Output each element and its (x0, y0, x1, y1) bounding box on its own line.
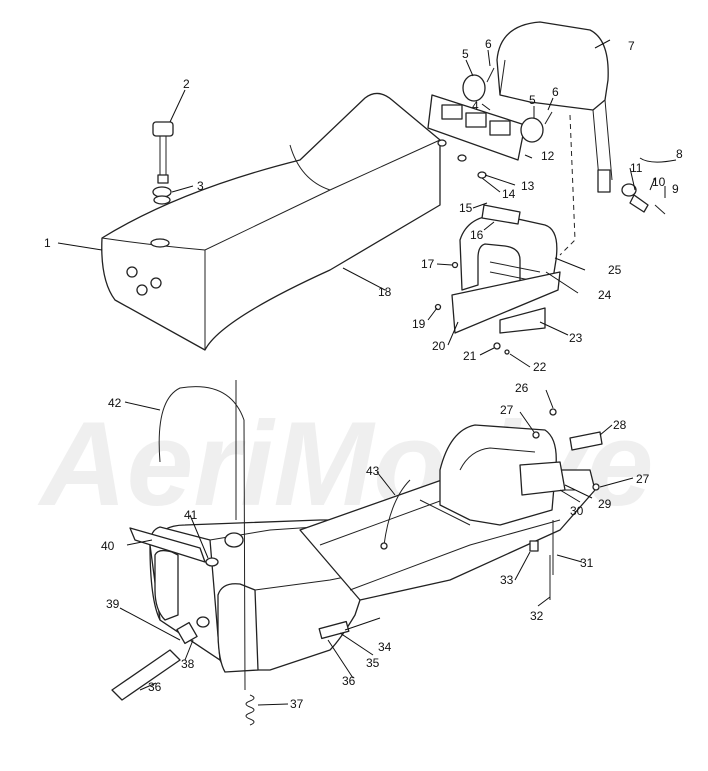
callout-23: 23 (569, 331, 583, 345)
callout-27a: 27 (500, 403, 514, 417)
callouts: 1 2 3 4 5 5 6 6 7 8 9 10 11 12 13 14 15 … (44, 37, 683, 711)
oil-line-end (380, 542, 388, 550)
seat-cap (152, 121, 174, 184)
fitting-33 (529, 540, 539, 552)
backrest-pad (496, 21, 613, 193)
backrest-adjuster (621, 183, 666, 215)
fitting-38 (196, 616, 210, 628)
callout-14: 14 (502, 187, 516, 201)
leader-lines (57, 39, 677, 706)
emblem-left (462, 74, 486, 102)
callout-7: 7 (628, 39, 635, 53)
callout-11: 11 (630, 161, 643, 175)
callout-12: 12 (541, 149, 555, 163)
callout-10: 10 (652, 175, 666, 189)
screw-right (544, 111, 553, 125)
callout-29: 29 (598, 497, 612, 511)
emblem-right (520, 117, 544, 143)
backing-plate (499, 307, 546, 334)
grommet-lower (153, 195, 171, 205)
rivet (451, 261, 459, 269)
callout-18: 18 (378, 285, 392, 299)
nut-27 (532, 431, 540, 439)
lock-body (519, 461, 566, 496)
tank-cap (224, 532, 244, 548)
fuel-strap (129, 527, 206, 563)
callout-5b: 5 (529, 93, 536, 107)
callout-9: 9 (672, 182, 679, 196)
callout-35: 35 (366, 656, 380, 670)
spring (245, 694, 255, 726)
tank-fitting (205, 557, 219, 567)
callout-19: 19 (412, 317, 426, 331)
nut-22 (504, 349, 510, 355)
backrest-plate (427, 94, 526, 161)
mount-bracket (451, 271, 561, 334)
callout-6b: 6 (552, 85, 559, 99)
callout-15: 15 (459, 201, 473, 215)
callout-30: 30 (570, 504, 584, 518)
callout-33: 33 (500, 573, 514, 587)
callout-6a: 6 (485, 37, 492, 51)
callout-43: 43 (366, 464, 380, 478)
callout-20: 20 (432, 339, 446, 353)
callout-16: 16 (470, 228, 484, 242)
callout-22: 22 (533, 360, 547, 374)
fuel-hose (111, 649, 181, 701)
callout-28: 28 (613, 418, 627, 432)
callout-26: 26 (515, 381, 529, 395)
callout-36b: 36 (342, 674, 356, 688)
washer-21 (493, 342, 501, 350)
callout-32: 32 (530, 609, 544, 623)
callout-4: 4 (472, 99, 479, 113)
rear-cover (439, 424, 557, 526)
callout-8: 8 (676, 147, 683, 161)
callout-42: 42 (108, 396, 122, 410)
callout-40: 40 (101, 539, 115, 553)
fuel-fitting (318, 620, 350, 640)
callout-27b: 27 (636, 472, 650, 486)
screw-left (486, 67, 495, 83)
pins (437, 139, 487, 179)
callout-21: 21 (463, 349, 477, 363)
callout-17: 17 (421, 257, 435, 271)
hose-clamp (176, 621, 198, 645)
callout-25: 25 (608, 263, 622, 277)
callout-24: 24 (598, 288, 612, 302)
callout-31: 31 (580, 556, 594, 570)
oil-line (383, 479, 411, 546)
callout-13: 13 (521, 179, 535, 193)
callout-38: 38 (181, 657, 195, 671)
bolt-26 (549, 408, 557, 416)
callout-36a: 36 (148, 680, 162, 694)
callout-39: 39 (106, 597, 120, 611)
callout-1: 1 (44, 236, 51, 250)
nut-27b (592, 483, 600, 491)
callout-34: 34 (378, 640, 392, 654)
callout-41: 41 (184, 508, 198, 522)
callout-5a: 5 (462, 47, 469, 61)
latch (569, 431, 603, 451)
callout-2: 2 (183, 77, 190, 91)
grab-handle (459, 204, 558, 291)
callout-37: 37 (290, 697, 304, 711)
callout-3: 3 (197, 179, 204, 193)
guide-line (559, 114, 576, 256)
